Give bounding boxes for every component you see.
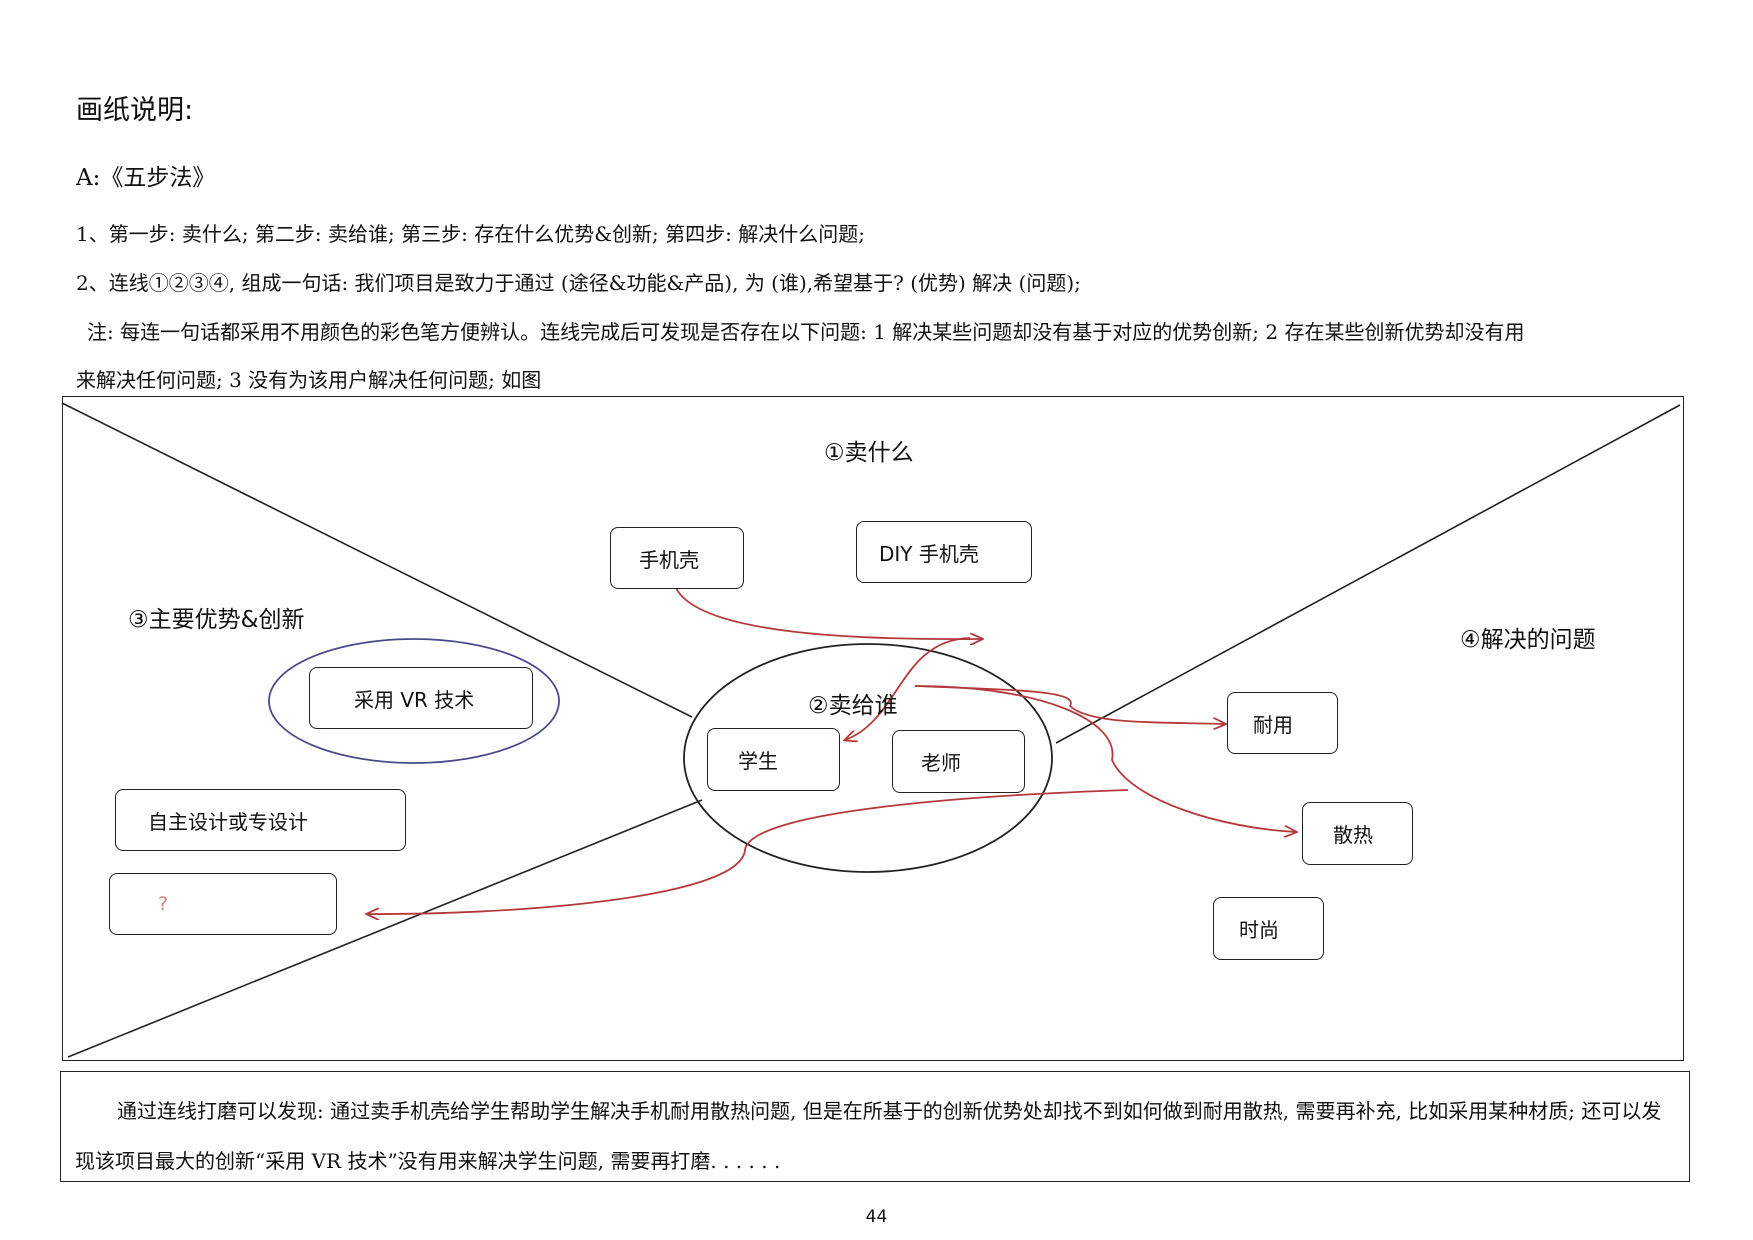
advantage-item-label: 自主设计或专设计 <box>148 809 308 834</box>
what-item-label: 手机壳 <box>639 547 699 572</box>
arrow-to-heat <box>914 685 1296 832</box>
diagonal-line-a <box>61 402 693 718</box>
problem-item-fashion: 时尚 <box>1213 897 1324 960</box>
problem-item-label: 时尚 <box>1239 918 1279 942</box>
note-text-line1: 注: 每连一句话都采用不用颜色的彩色笔方便辨认。连线完成后可发现是否存在以下问题… <box>87 320 1525 344</box>
note-text-line2: 来解决任何问题; 3 没有为该用户解决任何问题; 如图 <box>76 368 542 392</box>
method-title: A:《五步法》 <box>76 165 216 191</box>
steps-text: 1、第一步: 卖什么; 第二步: 卖给谁; 第三步: 存在什么优势&创新; 第四… <box>76 222 865 246</box>
canvas-diagram <box>62 396 1684 1061</box>
arrow-to-durable <box>914 685 1225 724</box>
advantage-item-design: 自主设计或专设计 <box>115 789 406 851</box>
summary-text: 通过连线打磨可以发现: 通过卖手机壳给学生帮助学生解决手机耐用散热问题, 但是在… <box>75 1099 1662 1173</box>
diagonal-line-b <box>1055 404 1681 744</box>
advantage-item-label: ? <box>158 893 169 915</box>
problem-item-label: 耐用 <box>1253 712 1293 737</box>
label-who: ②卖给谁 <box>808 693 898 719</box>
who-item-teachers: 老师 <box>892 730 1025 793</box>
summary-box: 通过连线打磨可以发现: 通过卖手机壳给学生帮助学生解决手机耐用散热问题, 但是在… <box>60 1071 1690 1182</box>
problem-item-durable: 耐用 <box>1227 692 1338 754</box>
who-item-label: 学生 <box>738 749 778 773</box>
page-heading: 画纸说明: <box>76 95 194 126</box>
advantage-item-vr: 采用 VR 技术 <box>309 667 533 729</box>
label-what: ①卖什么 <box>824 440 914 466</box>
label-advantage: ③主要优势&创新 <box>128 607 305 633</box>
arrow-to-question <box>367 789 1129 914</box>
advantage-item-missing: ? <box>109 873 337 935</box>
page-number: 44 <box>865 1207 888 1227</box>
what-item-diy-phonecase: DIY 手机壳 <box>856 521 1032 583</box>
arrow-back-to-student <box>845 637 971 740</box>
who-item-students: 学生 <box>707 728 840 791</box>
arrow-phonecase-to-students <box>675 587 982 639</box>
sentence-text: 2、连线①②③④, 组成一句话: 我们项目是致力于通过 (途径&功能&产品), … <box>76 271 1081 295</box>
vr-highlight-ellipse <box>268 638 560 764</box>
diagonal-line-c <box>67 799 703 1058</box>
problem-item-label: 散热 <box>1333 823 1373 847</box>
who-ellipse <box>683 643 1053 873</box>
advantage-item-label: 采用 VR 技术 <box>354 687 475 712</box>
who-item-label: 老师 <box>921 751 961 775</box>
label-problem: ④解决的问题 <box>1460 627 1596 653</box>
what-item-label: DIY 手机壳 <box>879 541 979 566</box>
what-item-phonecase: 手机壳 <box>610 527 744 589</box>
problem-item-heat: 散热 <box>1302 802 1413 865</box>
